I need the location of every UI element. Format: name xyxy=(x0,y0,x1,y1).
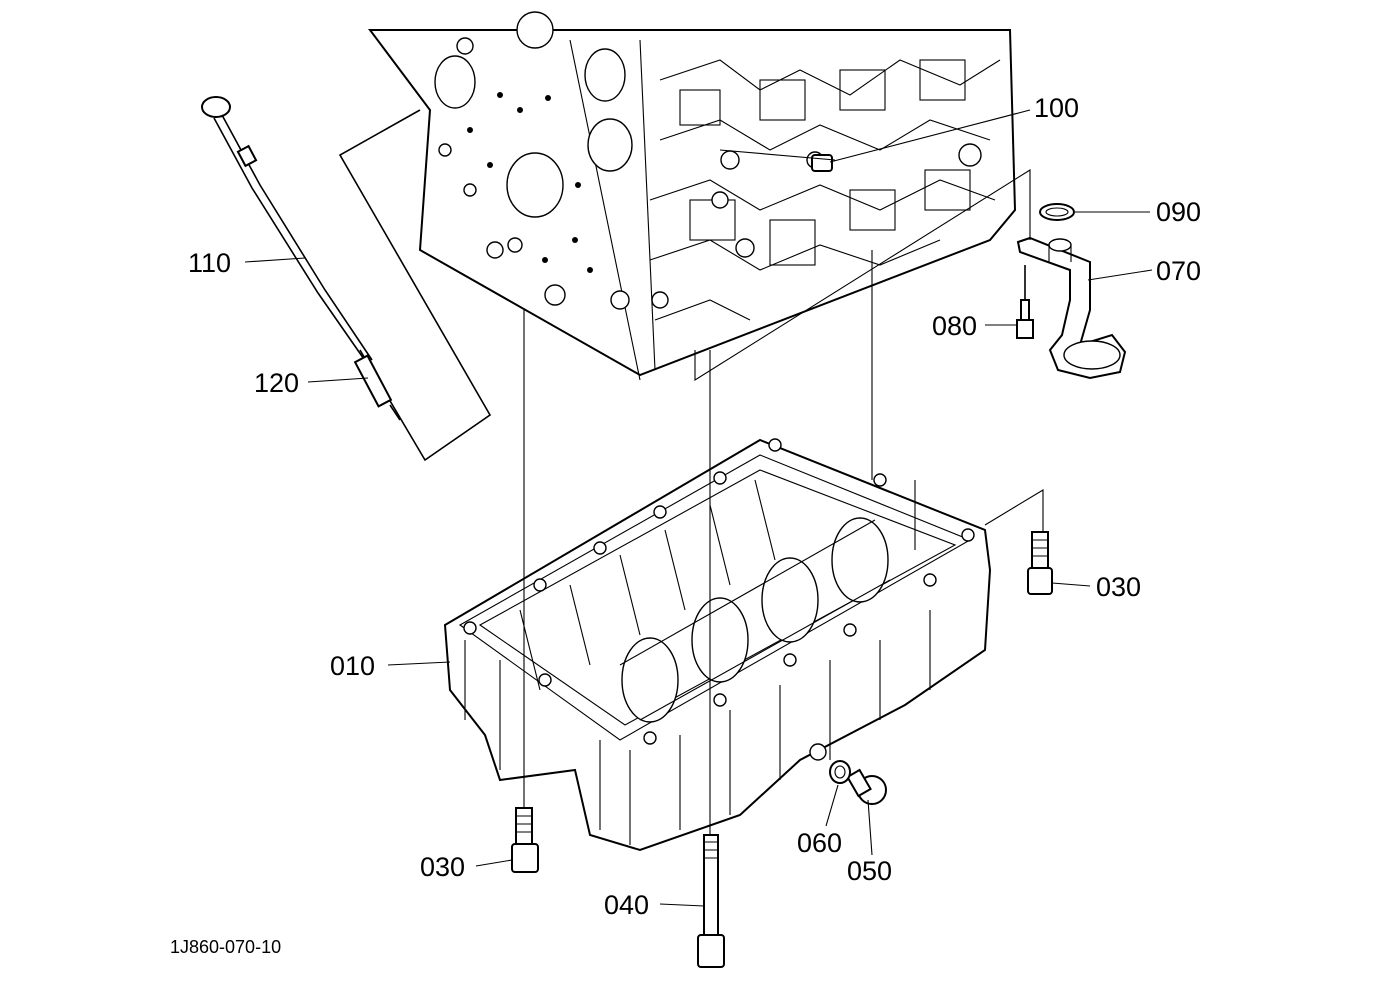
callout-060: 060 xyxy=(797,828,842,858)
engine-block xyxy=(338,11,1017,462)
callout-030-left: 030 xyxy=(420,852,465,882)
drain-plug xyxy=(846,768,887,805)
callout-070: 070 xyxy=(1156,256,1201,286)
pan-bolt-left xyxy=(511,807,539,873)
long-pan-bolt xyxy=(697,834,725,968)
oil-pan xyxy=(443,438,992,852)
diagram-code: 1J860-070-10 xyxy=(170,937,281,957)
callout-030-right: 030 xyxy=(1096,572,1141,602)
callout-120: 120 xyxy=(254,368,299,398)
callout-050: 050 xyxy=(847,856,892,886)
callout-110: 110 xyxy=(188,248,231,278)
callout-040: 040 xyxy=(604,890,649,920)
strainer-bolt xyxy=(1016,265,1034,339)
assembly-lines xyxy=(523,149,1044,835)
dipstick xyxy=(201,96,373,363)
callout-010: 010 xyxy=(330,651,375,681)
callout-080: 080 xyxy=(932,311,977,341)
callout-100: 100 xyxy=(1034,93,1079,123)
oil-strainer xyxy=(1016,236,1127,380)
drain-gasket xyxy=(829,760,851,784)
o-ring xyxy=(1039,203,1075,221)
oil-gallery-plug xyxy=(811,154,833,172)
leader-lines xyxy=(244,109,1153,907)
callout-090: 090 xyxy=(1156,197,1201,227)
dipstick-guide xyxy=(353,354,401,421)
pan-bolt-right xyxy=(1027,531,1053,595)
